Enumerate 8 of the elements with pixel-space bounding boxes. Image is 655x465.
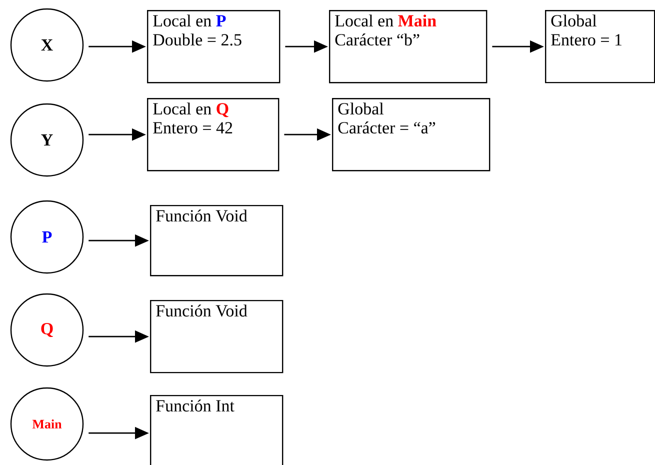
- value-box: Función Void: [150, 204, 284, 276]
- value-box: Local en Q Entero = 42: [147, 98, 280, 172]
- value-box: Local en Main Carácter “b”: [329, 10, 488, 84]
- value-box: Local en P Double = 2.5: [147, 10, 280, 84]
- value-box: Global Carácter = “a”: [332, 98, 490, 172]
- value-box: Función Void: [150, 300, 284, 374]
- value-box: Función Int: [150, 394, 284, 465]
- value-box: Global Entero = 1: [545, 10, 655, 84]
